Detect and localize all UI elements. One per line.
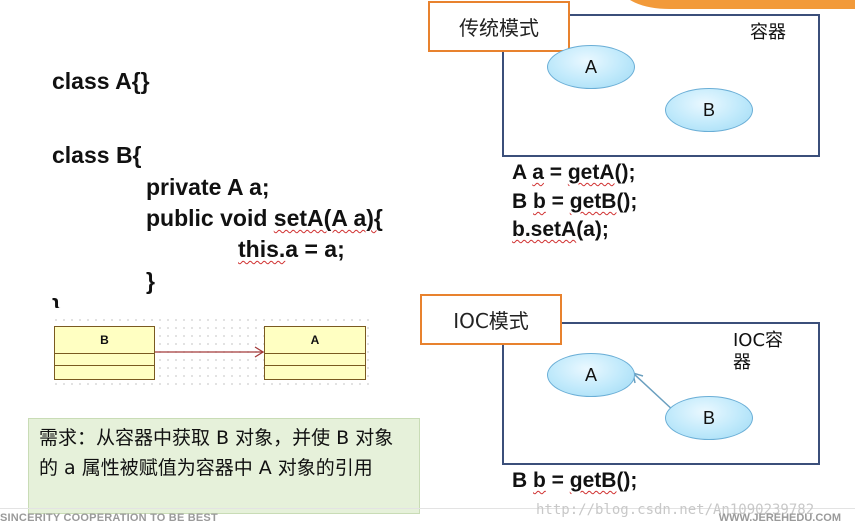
traditional-line-1-var: a [532, 161, 544, 184]
ioc-container [502, 322, 820, 465]
traditional-line-2-end: (); [616, 190, 638, 213]
traditional-mode-label: 传统模式 [428, 1, 570, 52]
traditional-line-1-pre: A [512, 161, 533, 184]
traditional-line-2: B b = getB(); [512, 191, 637, 212]
code-method-name: setA(A a){ [273, 205, 383, 231]
code-body: this.a = a; [238, 238, 345, 261]
ioc-bean-a[interactable]: A [547, 353, 635, 397]
ioc-bean-b[interactable]: B [665, 396, 753, 440]
uml-class-a-attrs [265, 354, 365, 366]
traditional-mode-label-text: 传统模式 [459, 16, 539, 40]
footer-website: WWW.JEREHEDU.COM [718, 512, 841, 524]
traditional-bean-a-label: A [584, 56, 597, 77]
traditional-line-1-call: getA [567, 161, 615, 184]
traditional-line-3-obj: b.setA [512, 218, 577, 241]
code-class-a: class A{} [52, 68, 150, 94]
ioc-line-1: B b = getB(); [512, 470, 637, 491]
traditional-bean-b[interactable]: B [665, 88, 753, 132]
ioc-line-1-mid: = [545, 469, 570, 492]
code-body-this: this. [238, 236, 286, 262]
traditional-line-1: A a = getA(); [512, 162, 636, 183]
requirement-text: 需求：从容器中获取 B 对象，并使 B 对象的 a 属性被赋值为容器中 A 对象… [39, 427, 394, 479]
ioc-line-1-var: b [533, 469, 546, 492]
requirement-box: 需求：从容器中获取 B 对象，并使 B 对象的 a 属性被赋值为容器中 A 对象… [28, 418, 420, 514]
traditional-container-title: 容器 [750, 22, 786, 43]
footer-divider [0, 508, 855, 509]
uml-class-a-ops [265, 366, 365, 377]
ioc-bean-a-label: A [584, 364, 597, 385]
traditional-bean-b-label: B [702, 99, 715, 120]
code-field: private A a; [146, 174, 270, 200]
code-body-rest: a = a; [285, 236, 345, 262]
ioc-mode-label-text: IOC模式 [453, 309, 529, 333]
code-close-outer: } [52, 296, 61, 308]
uml-class-a-name: A [265, 327, 365, 354]
uml-class-b-name: B [55, 327, 154, 354]
traditional-line-1-end: (); [614, 161, 636, 184]
ioc-line-1-pre: B [512, 469, 533, 492]
code-method: public void setA(A a){ [146, 207, 383, 230]
uml-class-b-attrs [55, 354, 154, 366]
uml-class-a[interactable]: A [264, 326, 366, 380]
ioc-line-1-call: getB [569, 469, 617, 492]
code-method-prefix: public void [146, 205, 274, 231]
uml-association-arrow [155, 346, 265, 358]
traditional-line-3-end: (a); [576, 218, 609, 241]
code-class-b-open: class B{ [52, 142, 142, 168]
traditional-line-2-call: getB [569, 190, 617, 213]
footer-slogan: SINCERITY COOPERATION TO BE BEST [0, 512, 218, 524]
traditional-line-2-var: b [533, 190, 546, 213]
traditional-bean-a[interactable]: A [547, 45, 635, 89]
orange-corner-accent [630, 0, 855, 9]
ioc-bean-b-label: B [702, 407, 715, 428]
uml-class-b[interactable]: B [54, 326, 155, 380]
csdn-watermark: http://blog.csdn.net/An1090239782 [536, 502, 815, 518]
ioc-container-title: IOC容器 [733, 330, 784, 373]
traditional-line-3: b.setA(a); [512, 219, 609, 240]
ioc-mode-label: IOC模式 [420, 294, 562, 345]
ioc-line-1-end: (); [616, 469, 638, 492]
traditional-line-2-mid: = [545, 190, 570, 213]
code-close-inner: } [146, 268, 155, 294]
traditional-line-1-mid: = [543, 161, 568, 184]
traditional-line-2-pre: B [512, 190, 533, 213]
uml-class-b-ops [55, 366, 154, 377]
